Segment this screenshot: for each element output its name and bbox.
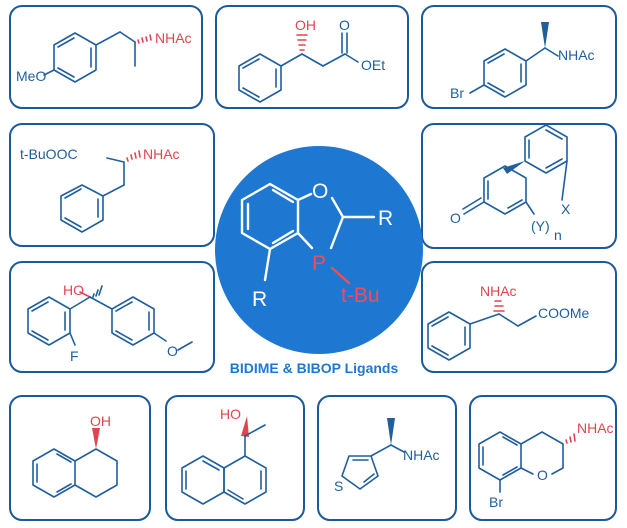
product-box-1-frame — [9, 5, 203, 109]
bromo-label: Br — [450, 85, 464, 101]
product-box-11-frame — [469, 395, 617, 521]
product-box-2-frame — [215, 5, 409, 109]
product-box-6: HO F O — [9, 261, 215, 373]
methoxyphenyl-ring — [111, 296, 155, 346]
hashed-stereo-bond — [137, 34, 152, 44]
hydroxyl-label: OH — [295, 17, 316, 33]
hydroxyl-label: OH — [90, 413, 111, 429]
product-box-1: NHAc MeO — [9, 5, 203, 109]
nhac-label: NHAc — [403, 447, 440, 463]
core-r-bottom-label: R — [252, 288, 267, 311]
nhac-label: NHAc — [143, 146, 180, 162]
thiophene-ring — [341, 455, 379, 490]
nhac-label: NHAc — [155, 30, 192, 46]
wedge-stereo-bond — [241, 416, 249, 437]
benzene-ring — [60, 184, 104, 233]
product-box-11: O NHAc Br — [469, 395, 617, 521]
fluoro-label: F — [70, 348, 79, 364]
wedge-stereo-bond — [92, 428, 100, 449]
carbonyl-oxygen-label: O — [339, 17, 350, 33]
core-oxygen-label: O — [312, 180, 328, 203]
core-r-top-label: R — [378, 207, 393, 230]
core-phosphorus-label: P — [312, 252, 326, 275]
pyran-ring — [520, 431, 564, 475]
product-box-8: OH — [9, 395, 151, 521]
linker-y-label: (Y) — [531, 218, 550, 234]
heteroatom-x-label: X — [561, 201, 571, 217]
ester-label: t-BuOOC — [20, 146, 78, 162]
ketone-oxygen-label: O — [450, 210, 461, 226]
nhac-label: NHAc — [558, 47, 595, 63]
product-box-2: OH O OEt — [215, 5, 409, 109]
saturated-ring — [74, 448, 118, 498]
ligand-core: O R P t-Bu R — [215, 146, 423, 354]
wedge-stereo-bond — [503, 161, 525, 174]
product-box-4: t-BuOOC NHAc — [9, 123, 215, 247]
bromo-label: Br — [489, 494, 503, 510]
product-box-5-frame — [421, 123, 617, 249]
product-box-9: HO — [165, 395, 305, 521]
hydroxyl-label: HO — [63, 282, 84, 298]
hashed-stereo-bond — [565, 433, 576, 444]
product-box-7: NHAc COOMe — [421, 261, 617, 373]
ligand-core-circle — [215, 146, 423, 354]
methoxy-label: MeO — [16, 68, 46, 84]
nhac-label: NHAc — [577, 420, 614, 436]
hashed-stereo-bond — [296, 34, 308, 51]
product-box-9-frame — [165, 395, 305, 521]
hashed-stereo-bond — [92, 285, 103, 298]
product-box-3: Br NHAc — [421, 5, 617, 109]
product-box-10: NHAc S — [317, 395, 457, 521]
hashed-stereo-bond — [493, 300, 505, 312]
nhac-label: NHAc — [480, 283, 517, 299]
ring-oxygen-label: O — [537, 467, 548, 483]
ligand-caption: BIDIME & BIBOP Ligands — [229, 360, 399, 376]
ether-oxygen-label: O — [167, 343, 178, 359]
wedge-stereo-bond — [387, 418, 395, 445]
ethoxy-label: OEt — [361, 57, 385, 73]
methyl-ester-label: COOMe — [538, 305, 590, 321]
wedge-stereo-bond — [541, 22, 549, 48]
linker-n-label: n — [554, 227, 562, 243]
core-tbu-label: t-Bu — [341, 284, 380, 307]
product-box-5: O (Y) n X — [421, 123, 617, 249]
product-box-10-frame — [317, 395, 457, 521]
product-box-4-frame — [9, 123, 215, 247]
naphthyl-ring-b — [181, 455, 225, 505]
sulfur-label: S — [334, 478, 343, 494]
fluorophenyl-ring — [27, 296, 71, 346]
hydroxyl-label: HO — [220, 406, 241, 422]
hashed-stereo-bond — [126, 150, 141, 162]
